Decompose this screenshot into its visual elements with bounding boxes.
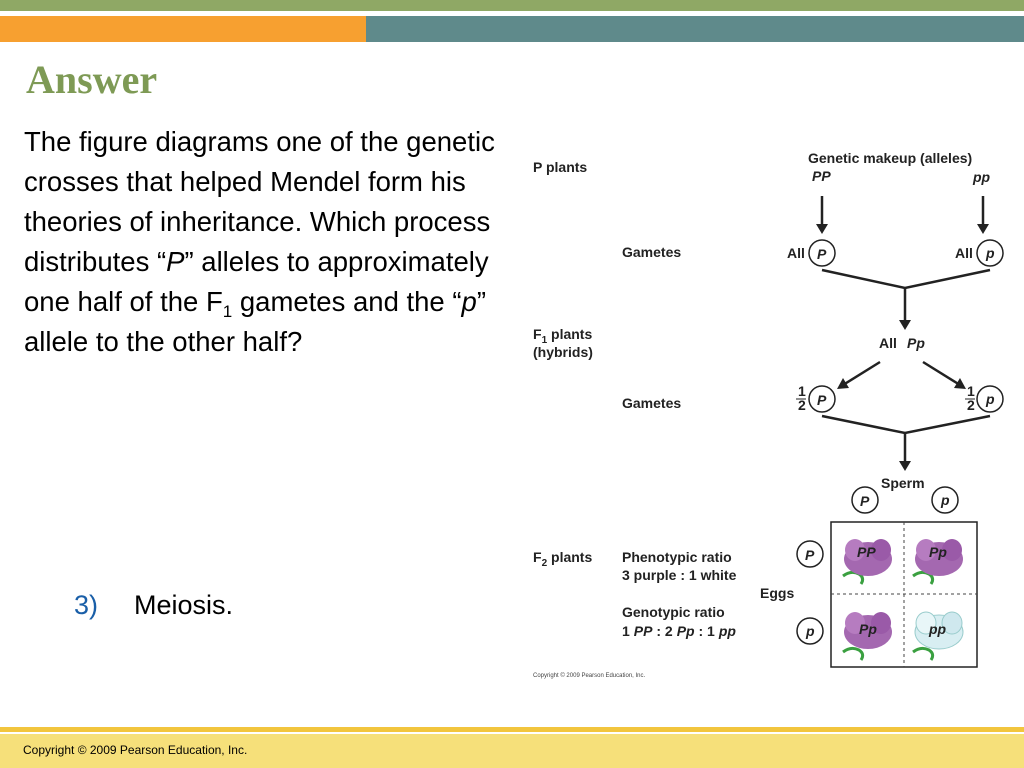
flower-Pp-bottom: Pp <box>842 612 892 661</box>
label-eggs: Eggs <box>760 585 794 601</box>
diagram-copyright: Copyright © 2009 Pearson Education, Inc. <box>533 672 645 679</box>
header-orange-bar <box>0 16 366 42</box>
label-genotypic-ratio: Genotypic ratio <box>622 604 725 620</box>
gamete-p-circle <box>976 239 1004 267</box>
label-hybrids: (hybrids) <box>533 344 593 360</box>
question-part: gametes and the “ <box>232 286 462 317</box>
egg-p-label: p <box>805 623 815 639</box>
question-part: The figure diagrams one of the genetic c… <box>24 126 495 277</box>
sperm-P-label: P <box>860 493 870 509</box>
gamete2-P-circle <box>808 385 836 413</box>
square-PP: PP <box>857 544 876 560</box>
square-Pp-top: Pp <box>929 544 947 560</box>
top-accent-bar <box>0 0 1024 11</box>
geno-Pp: Pp <box>677 623 695 639</box>
gamete2-p-label: p <box>985 391 995 407</box>
label-all-2: All <box>955 245 973 261</box>
egg-P-label: P <box>805 547 815 563</box>
merge-lines-2 <box>821 414 991 435</box>
egg-p-circle <box>796 617 824 645</box>
answer-number: 3) <box>74 590 99 620</box>
mendel-cross-diagram: P plants Genetic makeup (alleles) PP pp … <box>525 140 1015 685</box>
arrow-head <box>954 378 966 389</box>
label-genetic-makeup: Genetic makeup (alleles) <box>808 150 972 166</box>
footer-copyright: Copyright © 2009 Pearson Education, Inc. <box>23 743 248 757</box>
gamete-P-circle <box>808 239 836 267</box>
arrow-line <box>842 360 881 387</box>
geno-pp: pp <box>718 623 737 639</box>
egg-P-circle <box>796 540 824 568</box>
question-text: The figure diagrams one of the genetic c… <box>24 122 504 362</box>
f1-subscript: 1 <box>542 335 548 346</box>
label-Pp-hybrid: Pp <box>907 335 925 351</box>
label-sperm: Sperm <box>881 475 925 491</box>
fraction-num: 1 <box>798 383 806 399</box>
slide-title: Answer <box>26 57 158 102</box>
f1-rest: plants <box>547 326 592 342</box>
arrow-head <box>977 224 989 234</box>
geno-3: : 1 <box>695 623 715 639</box>
square-pp: pp <box>928 621 947 637</box>
arrow-head <box>899 461 911 471</box>
flower-pp-white: pp <box>912 611 964 661</box>
f1-letter: F <box>533 326 542 342</box>
label-gametes-2: Gametes <box>622 395 681 411</box>
f2-rest: plants <box>547 549 592 565</box>
fertilization-lines <box>821 268 991 290</box>
fraction-den: 2 <box>798 397 806 413</box>
fraction-num: 1 <box>967 383 975 399</box>
label-all-1: All <box>787 245 805 261</box>
header-teal-bar <box>366 16 1024 42</box>
label-phenotypic-ratio: Phenotypic ratio <box>622 549 732 565</box>
arrow-head <box>899 320 911 330</box>
question-part: ” allele to the other half? <box>24 286 486 357</box>
label-f2-plants: F2 plants <box>533 549 592 569</box>
fraction-den: 2 <box>967 397 975 413</box>
question-part: ” alleles to approximately one half of t… <box>24 246 489 317</box>
gamete2-P-label: P <box>817 392 827 408</box>
answer-item: 3) Meiosis. <box>74 590 233 621</box>
label-all-pp: All <box>879 335 897 351</box>
geno-1: 1 <box>622 623 630 639</box>
gamete2-p-circle <box>976 385 1004 413</box>
geno-PP: PP <box>634 623 653 639</box>
question-subscript: 1 <box>222 302 233 321</box>
question-allele-p: p <box>461 286 477 317</box>
arrow-head <box>837 378 849 389</box>
label-p-plants: P plants <box>533 159 587 175</box>
sperm-p-circle <box>931 486 959 514</box>
label-pp-parent: pp <box>972 169 991 185</box>
gamete-P-label: P <box>817 246 827 262</box>
footer-accent-line <box>0 727 1024 732</box>
gamete-p-label: p <box>985 245 995 261</box>
flower-PP: PP <box>842 539 892 585</box>
label-gametes-1: Gametes <box>622 244 681 260</box>
arrow-line <box>922 360 961 387</box>
answer-text: Meiosis. <box>134 590 234 620</box>
arrow-head <box>816 224 828 234</box>
sperm-p-label: p <box>940 492 950 508</box>
label-PP-parent: PP <box>812 168 831 184</box>
label-phenotypic-values: 3 purple : 1 white <box>622 567 737 583</box>
sperm-P-circle <box>851 486 879 514</box>
diagram-svg: P plants Genetic makeup (alleles) PP pp … <box>533 150 1004 679</box>
f2-subscript: 2 <box>542 558 548 569</box>
label-f1-plants: F1 plants <box>533 326 592 346</box>
geno-2: : 2 <box>652 623 672 639</box>
question-allele-P: P <box>166 246 185 277</box>
f2-letter: F <box>533 549 542 565</box>
flower-Pp-top: Pp <box>912 539 963 585</box>
square-Pp-bottom: Pp <box>859 621 877 637</box>
footer-bar: Copyright © 2009 Pearson Education, Inc. <box>0 734 1024 768</box>
